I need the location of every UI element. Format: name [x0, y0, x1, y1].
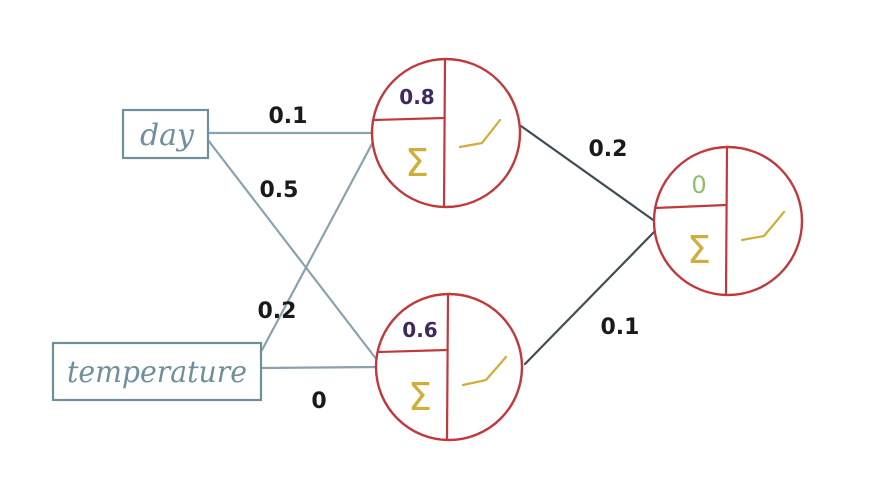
neuron-circle — [374, 292, 524, 442]
sum-symbol: Σ — [405, 141, 429, 185]
neuron-divider-vertical — [442, 59, 447, 208]
weight-h2-out: 0.1 — [601, 315, 640, 340]
neuron-bias: 0 — [691, 171, 706, 199]
neuron-divider-horizontal — [654, 203, 727, 210]
sum-symbol: Σ — [408, 375, 432, 419]
activation-relu-icon — [740, 210, 786, 242]
hidden-neuron-1: 0.8 Σ — [370, 57, 522, 209]
weight-h1-out: 0.2 — [589, 137, 628, 162]
edge-h1-out — [519, 124, 658, 224]
weight-temp-h1: 0.2 — [258, 299, 297, 324]
input-temperature: temperature — [51, 341, 263, 402]
weight-temp-h2: 0 — [311, 389, 326, 414]
input-edges — [206, 131, 379, 370]
weight-day-h2: 0.5 — [260, 178, 299, 203]
output-neuron: 0 Σ — [652, 145, 804, 297]
sum-symbol: Σ — [687, 228, 711, 272]
input-day: day — [121, 108, 210, 160]
neuron-divider-horizontal — [377, 348, 448, 354]
edge-temp-h2 — [260, 365, 379, 370]
activation-relu-icon — [461, 355, 508, 387]
neuron-circle — [370, 57, 522, 209]
neuron-bias: 0.8 — [399, 85, 434, 109]
neuron-bias: 0.6 — [402, 318, 437, 342]
activation-relu-icon — [458, 118, 502, 149]
hidden-neuron-2: 0.6 Σ — [374, 292, 524, 442]
input-day-box — [121, 108, 210, 160]
input-day-label: day — [140, 118, 195, 153]
output-edges — [519, 124, 658, 366]
input-temperature-box — [51, 341, 263, 402]
edge-h2-out — [523, 228, 658, 366]
neuron-divider-horizontal — [373, 116, 445, 122]
input-temperature-label: temperature — [67, 355, 247, 390]
neuron-divider-vertical — [724, 147, 729, 295]
weight-labels: 0.1 0.5 0.2 0 0.2 0.1 — [258, 104, 640, 414]
edge-temp-h1 — [260, 140, 375, 352]
edge-day-h2 — [206, 138, 379, 362]
neuron-circle — [652, 145, 804, 297]
neuron-divider-vertical — [445, 294, 450, 441]
weight-day-h1: 0.1 — [269, 104, 308, 129]
